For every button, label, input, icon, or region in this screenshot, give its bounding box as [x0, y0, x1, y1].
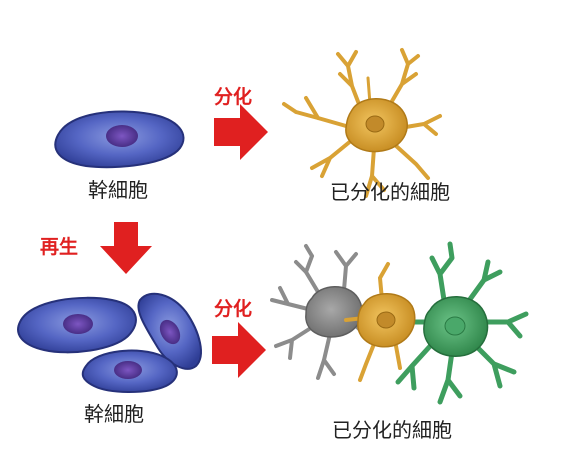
neuron-green-nucleus: [445, 317, 465, 335]
label-differentiate-top: 分化: [214, 88, 252, 107]
label-stem-cell-top: 幹細胞: [88, 180, 148, 200]
stem-cell-bottom-middle: [83, 351, 177, 392]
label-differentiated-cell-top: 已分化的細胞: [330, 182, 450, 202]
label-stem-cell-bottom: 幹細胞: [84, 404, 144, 424]
neuron-yellow-nucleus: [366, 116, 384, 132]
neuron-yellow-bottom-nucleus: [377, 312, 395, 328]
arrow-right-top: [214, 104, 268, 160]
nucleus: [106, 125, 138, 147]
label-differentiate-bottom: 分化: [214, 300, 252, 319]
stem-cell-top: [55, 112, 183, 168]
arrow-right-bottom: [212, 322, 266, 378]
stem-cell-bottom-left: [18, 298, 136, 353]
label-regenerate: 再生: [40, 238, 78, 257]
neuron-gray-body: [306, 287, 362, 337]
label-differentiated-cell-bottom: 已分化的細胞: [332, 420, 452, 440]
arrow-down: [100, 222, 152, 274]
